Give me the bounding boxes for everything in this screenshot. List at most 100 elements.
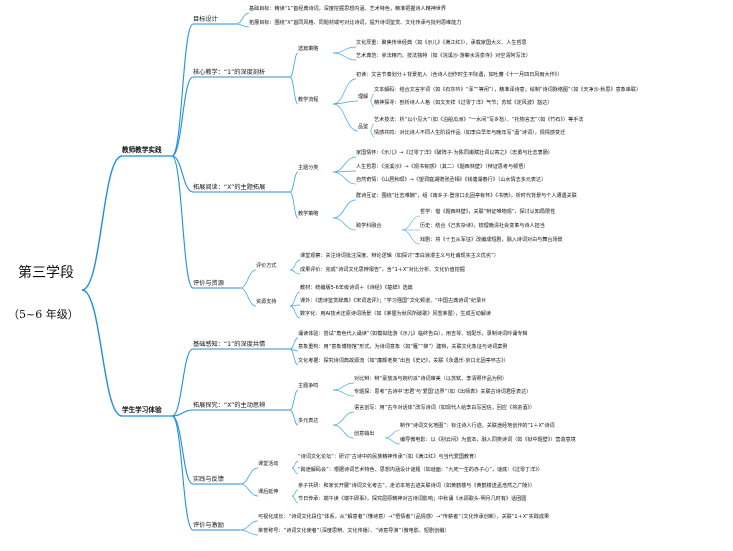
leaf-und-a: 文本解码：结合文言字词（如《石灰吟》“浑”“等闲”），精准译诗意；绘制“诗词脉络… xyxy=(374,87,642,93)
connector-line xyxy=(384,429,401,439)
node-flow: 教学流程 xyxy=(298,97,319,103)
root-subtitle: （5~6 年级） xyxy=(8,308,79,321)
leaf-create-a: 制作“诗词文化地图”：标注诗人行迹，关联途经地创作的“1＋X”诗词 xyxy=(400,423,555,429)
connector-line xyxy=(291,467,299,475)
connector-line xyxy=(81,155,123,291)
connector-line xyxy=(289,305,301,319)
connector-line xyxy=(171,155,194,289)
leaf-res-b: 课外：《唐诗鉴赏辞典》《宋词选评》；“学习强国”文化频道、“中国古典诗词”纪录片 xyxy=(300,298,487,304)
connector-line xyxy=(289,337,299,350)
leaf-sel-b: 艺术典范：拿法精巧、技法独特（如《浣溪沙·游蕲水清泉寺》对空清阿写法） xyxy=(356,53,531,59)
connector-line xyxy=(332,156,357,173)
connector-line xyxy=(332,103,359,132)
leaf-res-a: 教材：统编版5-6年级诗词＋《诗经》《楚辞》选篇 xyxy=(300,285,413,291)
leaf-perc-b: 意象重构：用“意象博物馆”形式，为诗词意象（如“雁”“柳”）建档，关联文化象征与… xyxy=(298,344,508,350)
connector-line xyxy=(171,76,194,157)
node-expl: 拓展探究：“X”的主动思辨 xyxy=(193,402,266,409)
leaf-multi-a: 语言创写：用“古今对话体”改写诗词（如现代人给李白写回信，回应《将进酒》） xyxy=(354,405,536,411)
leaf-goal-a: 基础目标：精读“1”首经典诗词，深度挖掘思想内涵、艺术特色，精准把握诗人精神世界 xyxy=(249,6,446,12)
leaf-theme-b: 人生哲思：《浣溪沙》→《观书有感》（其二）《题西林壁》（辩证思考与顿悟） xyxy=(356,164,529,170)
connector-line xyxy=(332,411,355,426)
connector-line xyxy=(239,269,257,289)
node-cross: 跨学科融合 xyxy=(356,223,382,229)
connector-line xyxy=(171,155,194,193)
connector-line xyxy=(369,123,375,132)
root-title: 第三学段 xyxy=(18,265,74,281)
connector-line xyxy=(289,348,299,366)
leaf-flow-1: 初读：文言节奏划分＋背景拓入（含诗人创作时生平际遇，如吐蕃《十一月四日风雨大作》… xyxy=(356,72,563,78)
leaf-cross-b: 历史：结合《己亥杂诗》，梳理晚清社会变革与诗人担当 xyxy=(420,223,545,229)
node-evalres: 评价与资源 xyxy=(193,280,224,287)
connector-line xyxy=(239,467,259,485)
node-deb: 主题争鸣 xyxy=(298,383,319,389)
connector-line xyxy=(332,382,355,391)
leaf-class-a: “诗词文化论坛”：研讨“古诗中的民族精神传承”（如《满江红》与当代爱国教育） xyxy=(298,454,480,460)
connector-line xyxy=(369,100,375,108)
connector-line xyxy=(332,199,357,219)
connector-line xyxy=(332,424,355,439)
leaf-create-b: 编导微电影：以《别云间》为蓝本，融入同类诗词（如《狱中题壁》）营造意境 xyxy=(400,437,576,443)
leaf-cross-a: 哲学：借《题西林壁》，关联“辩证唯物观”，探讨认知局限性 xyxy=(420,209,556,215)
leaf-evm-a: 课堂观察：关注诗词批注深度、辩论逻辑（如探讨“李白浪漫主义与杜甫现实主义优劣”） xyxy=(300,253,499,259)
connector-line xyxy=(369,130,375,138)
connector-line xyxy=(289,76,299,105)
node-class: 课堂活动 xyxy=(258,461,279,467)
node-ext: 拓展阅读：“X”的主题拓展 xyxy=(193,184,266,191)
connector-line xyxy=(289,291,301,307)
connector-line xyxy=(171,23,194,157)
connector-line xyxy=(235,23,250,28)
node-theme: 主题分类 xyxy=(298,165,319,171)
leaf-sel-a: 文化厚重：聚焦传世经典（如《示儿》《满江红》），承载家国大义、人生哲思 xyxy=(356,40,527,46)
connector-line xyxy=(171,415,194,531)
leaf-perc-a: 诵读体验：尝试“角色代入诵读”（如模拟陆游《示儿》临终告白），用吉琴、班配乐，录… xyxy=(298,331,528,337)
connector-line xyxy=(289,259,301,271)
connector-line xyxy=(332,46,357,54)
node-taste: 品鉴 xyxy=(358,124,369,130)
leaf-after-a: 亲子共研：和家长开展“诗词文化考古”，走访本地古迹关联诗词（如黄鹤楼与《黄鹤楼送… xyxy=(298,483,536,489)
leaf-perc-c: 文化考据：探究诗词典故源流（如“廉颇老矣”出自《史记》，关联《永遇乐·京口北固亭… xyxy=(298,358,509,364)
node-res: 资源支持 xyxy=(256,299,277,305)
leaf-evm-b: 成果评价：完成“诗词文化思辨报告”，含“1＋X”对比分析、文化价值挖掘 xyxy=(300,267,465,273)
node-und: 理解 xyxy=(358,94,369,100)
connector-line xyxy=(289,389,299,411)
leaf-strat-a: 群诗互证：围绕“壮志难酬”，组《南乡子·登京口北固亭有怀》《书愤》，析时代背景与… xyxy=(356,193,577,199)
connector-line xyxy=(171,409,194,417)
node-sel: 选篇策略 xyxy=(298,46,319,52)
leaf-deb-a: 对比辩：辩“豪放派与婉约派”诗词审美（以苏轼、李清照作品为例） xyxy=(354,376,507,382)
leaf-taste-a: 艺术技法：析“以小见大”（如《泊船瓜洲》“一水间”写乡愁）、“托物言志”（如《竹… xyxy=(374,117,584,123)
leaf-class-b: “跨途解码会”：根据诗词艺术特色、思想内涵设计谜题（如谜面：“九死一生的赤子心”… xyxy=(298,467,543,473)
connector-line xyxy=(401,229,421,245)
connector-line xyxy=(332,171,357,185)
connector-line xyxy=(235,12,250,25)
node-evst: 评价与激励 xyxy=(193,522,224,529)
leaf-deb-b: 专题探：思考“古诗中‘忠君’与‘爱国’边界”（如《出师表》关联古诗词君臣表达） xyxy=(354,389,532,395)
node-evm: 评价方式 xyxy=(256,263,277,269)
connector-line xyxy=(369,93,375,102)
connector-line xyxy=(289,191,299,219)
node-after: 课后延伸 xyxy=(258,489,279,495)
connector-line xyxy=(291,495,299,504)
connector-line xyxy=(81,289,123,417)
leaf-goal-b: 拓展目标：围绕“X”首同风格、同题材或可对比诗词，提升诗词鉴赏、文化传承与批判思… xyxy=(249,20,462,26)
leaf-after-b: 节日传承：端午读《端午即事》，探究屈原精神对古诗词影响；中秋诵《水调歌头·明月几… xyxy=(298,496,527,502)
connector-line xyxy=(239,520,259,531)
branch-student: 学生学习体验 xyxy=(122,406,162,414)
branch-teacher: 教师教学实践 xyxy=(122,146,162,154)
connector-line xyxy=(289,269,301,275)
connector-line xyxy=(332,389,355,397)
node-prac: 实践与反馈 xyxy=(193,476,224,483)
connector-line xyxy=(239,483,259,497)
node-perc: 基础感知：“1”的深度共情 xyxy=(193,341,266,348)
connector-line xyxy=(332,52,357,61)
connector-line xyxy=(171,348,194,417)
leaf-cross-c: 戏剧：将《十五从军征》改编成短剧，融入诗词对白与舞台场景 xyxy=(420,237,563,243)
leaf-evst-b: 荣誉称号：“诗词文化使者”（深度思辨、文化传播）、“诗意导演”（微电影、短剧创编… xyxy=(258,528,450,534)
connector-line xyxy=(332,100,359,105)
connector-line xyxy=(171,415,194,485)
node-goal: 目标设计 xyxy=(193,16,218,23)
node-create: 创意输出 xyxy=(354,431,375,437)
node-strat: 教学策略 xyxy=(298,211,319,217)
leaf-und-b: 精神探寻：剖析诗人人格（如文天祥《过零丁洋》气节；苏轼《定风波》豁达） xyxy=(374,100,553,106)
node-core: 核心教学：“1”的深度剖析 xyxy=(193,69,266,76)
